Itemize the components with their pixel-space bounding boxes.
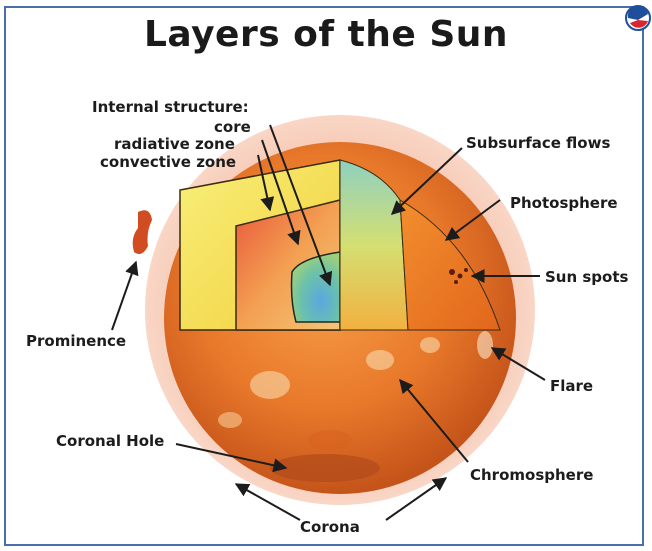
label-core: core [214, 118, 251, 136]
coronal-hole-patch [270, 454, 380, 482]
label-flare: Flare [550, 377, 593, 395]
label-sun-spots: Sun spots [545, 268, 629, 286]
label-photosphere: Photosphere [510, 194, 618, 212]
label-chromosphere: Chromosphere [470, 466, 593, 484]
label-corona: Corona [300, 518, 360, 536]
prominence-shape [133, 210, 152, 254]
label-subsurface-flows: Subsurface flows [466, 134, 610, 152]
prominence-arrow [112, 262, 136, 330]
label-radiative-zone: radiative zone [114, 135, 235, 153]
label-internal-structure: Internal structure: [92, 98, 249, 116]
label-convective-zone: convective zone [100, 153, 236, 171]
label-prominence: Prominence [26, 332, 126, 350]
label-coronal-hole: Coronal Hole [56, 432, 164, 450]
